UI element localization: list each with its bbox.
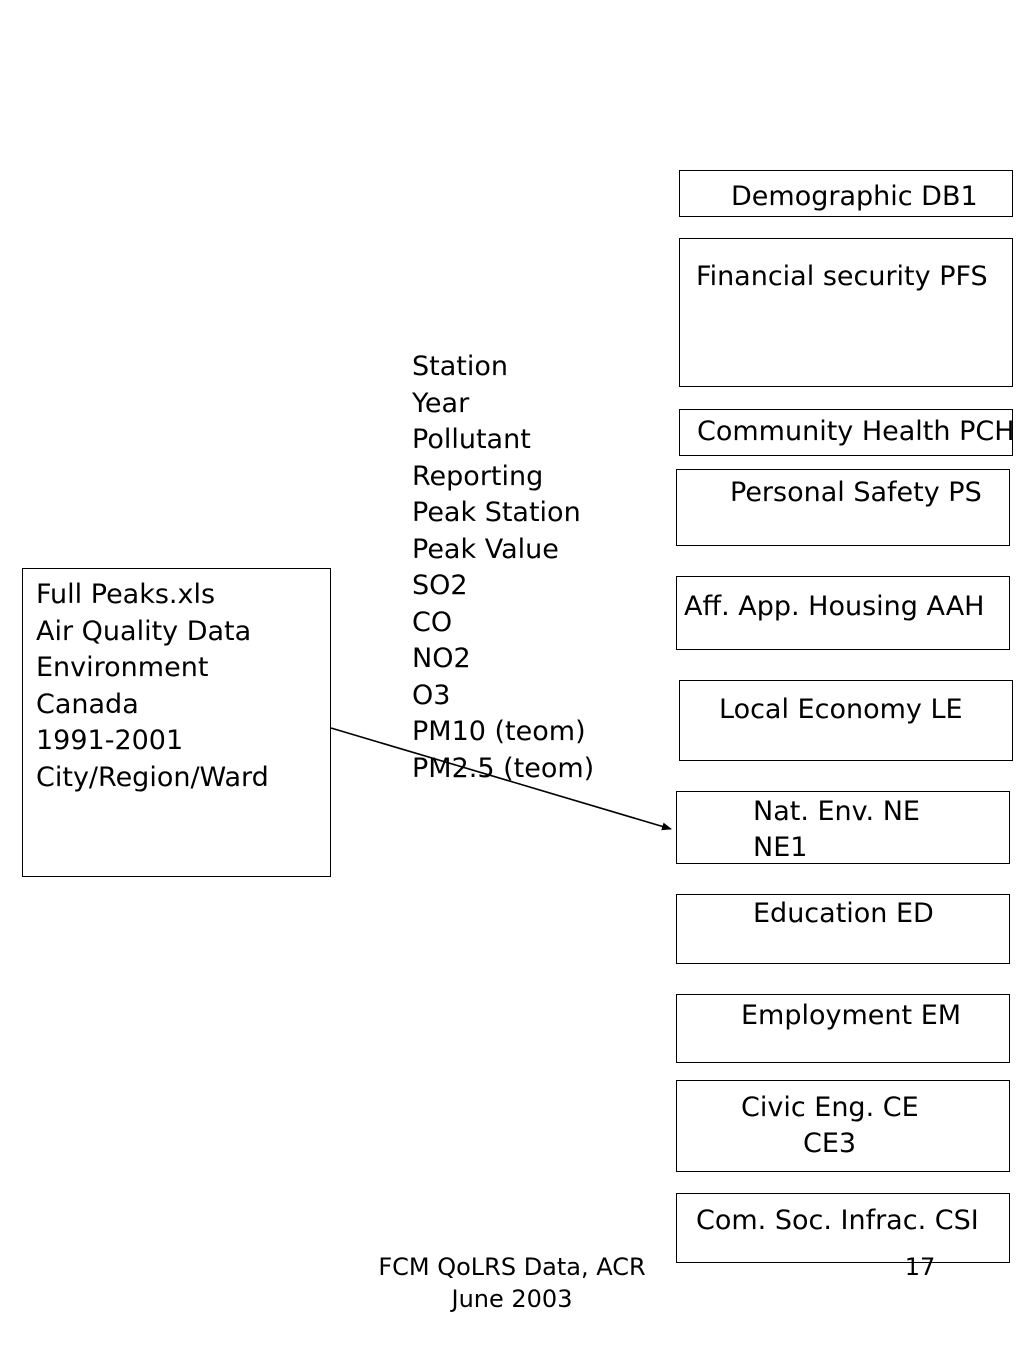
footer-line-1: FCM QoLRS Data, ACR (378, 1253, 646, 1281)
category-box-employment (676, 994, 1010, 1063)
source-file-text: Full Peaks.xls Air Quality Data Environm… (36, 577, 269, 796)
category-label-natural-environment: Nat. Env. NE (753, 796, 920, 827)
category-box-local-economy (679, 680, 1013, 761)
category-box-community-health (679, 409, 1013, 456)
field-item: PM10 (teom) (412, 716, 586, 747)
field-item: Peak Station (412, 497, 581, 528)
field-item: PM2.5 (teom) (412, 752, 595, 784)
field-item: Peak Value (412, 533, 559, 565)
source-line-filename: Full Peaks.xls (36, 579, 216, 610)
field-item: O3 (412, 679, 451, 711)
source-file-box (22, 568, 331, 877)
category-box-civic-engagement (676, 1080, 1010, 1172)
field-item: CO (412, 606, 453, 638)
footer-caption: FCM QoLRS Data, ACR June 2003 (362, 1251, 662, 1315)
category-box-personal-safety (676, 469, 1010, 546)
source-line-agency: Environment (36, 652, 209, 683)
footer-line-2: June 2003 (451, 1285, 573, 1313)
field-item: Reporting (412, 460, 544, 492)
category-sublabel-civic-engagement: CE3 (803, 1128, 857, 1159)
category-label-personal-safety: Personal Safety PS (730, 477, 982, 508)
category-box-education (676, 894, 1010, 964)
field-item: NO2 (412, 643, 471, 674)
category-label-civic-engagement: Civic Eng. CE (741, 1092, 919, 1123)
page-number: 17 (904, 1253, 936, 1281)
category-label-education: Education ED (753, 898, 934, 929)
category-label-employment: Employment EM (741, 1000, 962, 1031)
category-label-demographic: Demographic DB1 (731, 181, 978, 212)
source-line-dataset: Air Quality Data (36, 615, 252, 647)
category-box-community-infrastructure (676, 1193, 1010, 1263)
field-item: Year (412, 387, 470, 419)
category-label-local-economy: Local Economy LE (719, 694, 963, 725)
field-item: Pollutant (412, 424, 531, 455)
source-line-years: 1991-2001 (36, 725, 184, 756)
category-box-natural-environment (676, 791, 1010, 864)
source-line-geography: City/Region/Ward (36, 761, 269, 793)
category-box-financial-security (679, 238, 1013, 387)
source-line-country: Canada (36, 688, 139, 720)
category-label-community-infrastructure: Com. Soc. Infrac. CSI (696, 1205, 979, 1236)
category-label-community-health: Community Health PCH (697, 416, 1015, 447)
category-box-demographic (679, 170, 1013, 217)
field-item: SO2 (412, 570, 468, 601)
field-list: Station Year Pollutant Reporting Peak St… (412, 349, 594, 787)
category-sublabel-natural-environment: NE1 (753, 832, 808, 863)
field-item: Station (412, 351, 508, 382)
category-label-financial-security: Financial security PFS (696, 261, 988, 292)
category-label-housing: Aff. App. Housing AAH (684, 591, 985, 622)
category-box-housing (676, 576, 1010, 650)
